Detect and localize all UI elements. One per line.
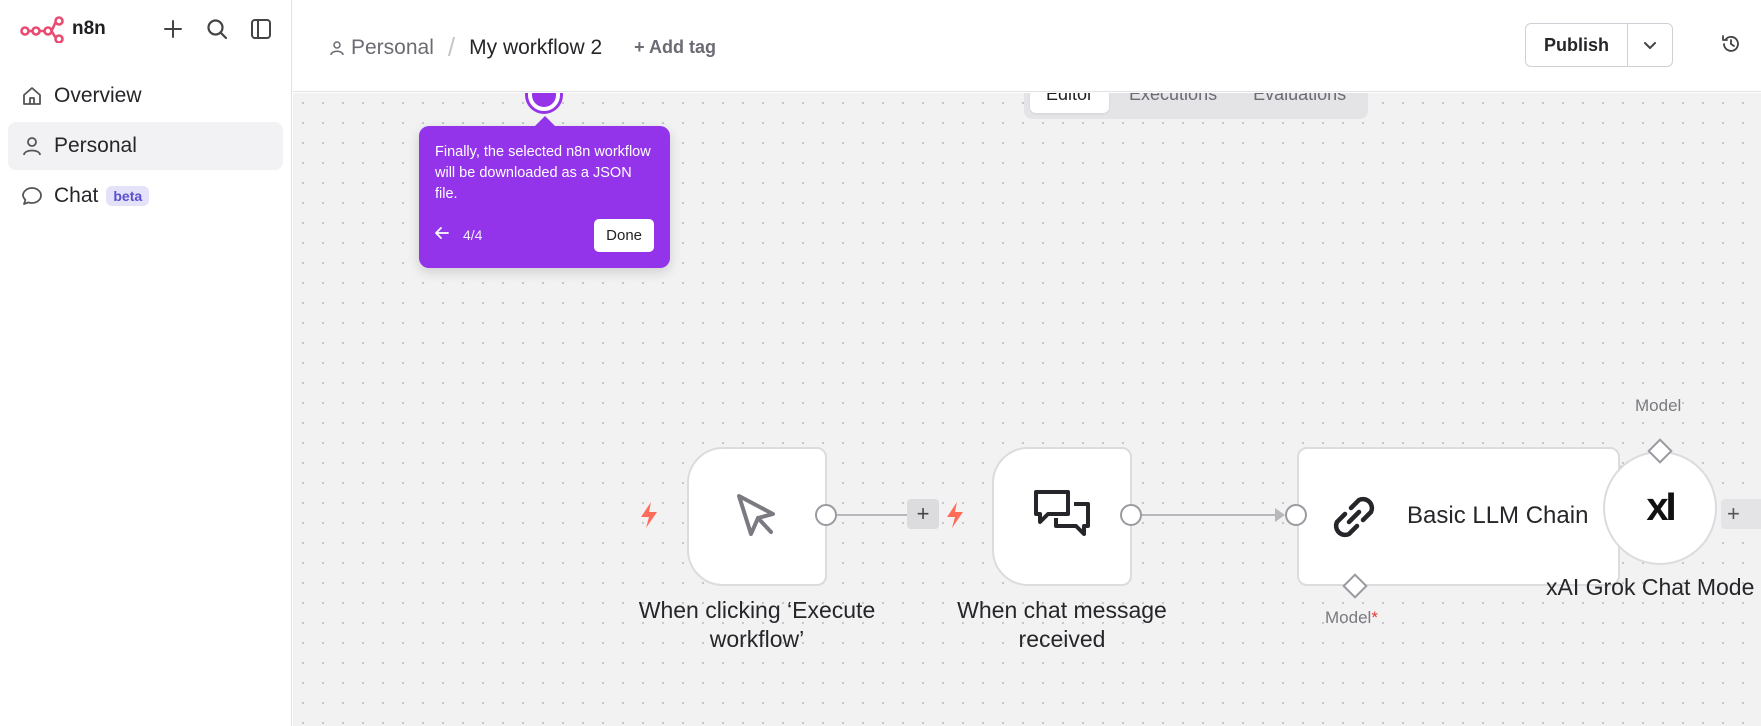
- search-button[interactable]: [204, 16, 230, 42]
- brand[interactable]: n8n: [20, 14, 106, 44]
- connection-arrow: [1275, 508, 1285, 522]
- output-port[interactable]: [815, 504, 837, 526]
- sidebar-nav: Overview Personal Chat beta: [8, 72, 283, 222]
- chat-trigger-node[interactable]: [992, 447, 1132, 586]
- panel-left-icon: [251, 19, 271, 39]
- basic-llm-chain-node[interactable]: Basic LLM Chain: [1297, 447, 1620, 586]
- user-icon: [330, 40, 344, 55]
- workflow-name[interactable]: My workflow 2: [469, 35, 603, 59]
- breadcrumb: Personal / My workflow 2 + Add tag: [329, 32, 716, 63]
- tour-highlight-dot: [528, 93, 560, 111]
- add-button[interactable]: [160, 16, 186, 42]
- sidebar-item-label: Overview: [54, 84, 142, 107]
- publish-group: Publish: [1525, 23, 1674, 67]
- input-port[interactable]: [1285, 504, 1307, 526]
- sidebar-tools: [160, 16, 274, 42]
- tour-footer: 4/4 Done: [435, 218, 654, 252]
- user-icon: [20, 134, 44, 158]
- sidebar-item-label: Chat: [54, 184, 99, 207]
- node-label: When chat message received: [957, 597, 1167, 652]
- tab-editor[interactable]: Editor: [1030, 93, 1110, 113]
- publish-menu-button[interactable]: [1628, 24, 1672, 66]
- link-chain-icon: [1333, 496, 1375, 538]
- add-tag-button[interactable]: + Add tag: [634, 37, 716, 57]
- output-port[interactable]: [1120, 504, 1142, 526]
- node-label: xAI Grok Chat Mode: [1546, 574, 1755, 600]
- add-node-button[interactable]: +: [907, 499, 939, 529]
- home-icon: [20, 84, 44, 108]
- breadcrumb-separator: /: [447, 32, 456, 62]
- workflow-header: Personal / My workflow 2 + Add tag Publi…: [293, 0, 1761, 92]
- add-node-button[interactable]: +: [1721, 499, 1761, 529]
- sidebar: n8n Overview Personal Cha: [0, 0, 292, 726]
- n8n-logo-icon: [20, 16, 64, 43]
- chat-icon: [20, 184, 44, 208]
- chevron-down-icon: [1644, 42, 1657, 49]
- manual-trigger-node[interactable]: [687, 447, 827, 586]
- trigger-bolt-icon: [641, 502, 657, 528]
- cursor-icon: [737, 494, 775, 536]
- history-button[interactable]: [1718, 31, 1744, 57]
- tour-step-counter: 4/4: [463, 227, 483, 243]
- breadcrumb-project[interactable]: Personal: [329, 36, 434, 60]
- tour-back-button[interactable]: [435, 226, 449, 244]
- project-name: Personal: [351, 35, 434, 59]
- view-tabs: Editor Executions Evaluations: [1024, 93, 1369, 119]
- workflow-canvas[interactable]: Editor Executions Evaluations Finally, t…: [293, 93, 1761, 726]
- tour-done-button[interactable]: Done: [594, 218, 654, 252]
- app-name: n8n: [72, 18, 106, 39]
- publish-button[interactable]: Publish: [1526, 24, 1629, 66]
- sidebar-item-label: Personal: [54, 134, 137, 157]
- required-mark: *: [1371, 608, 1378, 627]
- tour-tooltip: Finally, the selected n8n workflow will …: [419, 116, 670, 268]
- arrow-left-icon: [435, 227, 449, 239]
- search-icon: [207, 19, 228, 40]
- sidebar-item-overview[interactable]: Overview: [8, 72, 283, 120]
- node-title: Basic LLM Chain: [1407, 502, 1589, 529]
- model-input-label: Model*: [1325, 608, 1378, 627]
- sidebar-item-personal[interactable]: Personal: [8, 122, 283, 170]
- node-label: When clicking ‘Execute workflow’: [638, 597, 876, 652]
- tab-evaluations[interactable]: Evaluations: [1253, 93, 1347, 104]
- history-icon: [1722, 35, 1739, 52]
- plus-icon: [164, 20, 182, 38]
- beta-badge: beta: [106, 186, 150, 206]
- chat-bubbles-icon: [1034, 490, 1090, 536]
- model-output-label: Model: [1635, 396, 1682, 415]
- tour-text: Finally, the selected n8n workflow will …: [435, 144, 651, 202]
- trigger-bolt-icon: [947, 502, 963, 528]
- toggle-sidebar-button[interactable]: [248, 16, 274, 42]
- xai-logo-icon: xI: [1646, 485, 1676, 529]
- sidebar-item-chat[interactable]: Chat beta: [8, 172, 283, 220]
- tab-executions[interactable]: Executions: [1129, 93, 1218, 104]
- xai-grok-chat-model-node[interactable]: xI: [1603, 451, 1717, 565]
